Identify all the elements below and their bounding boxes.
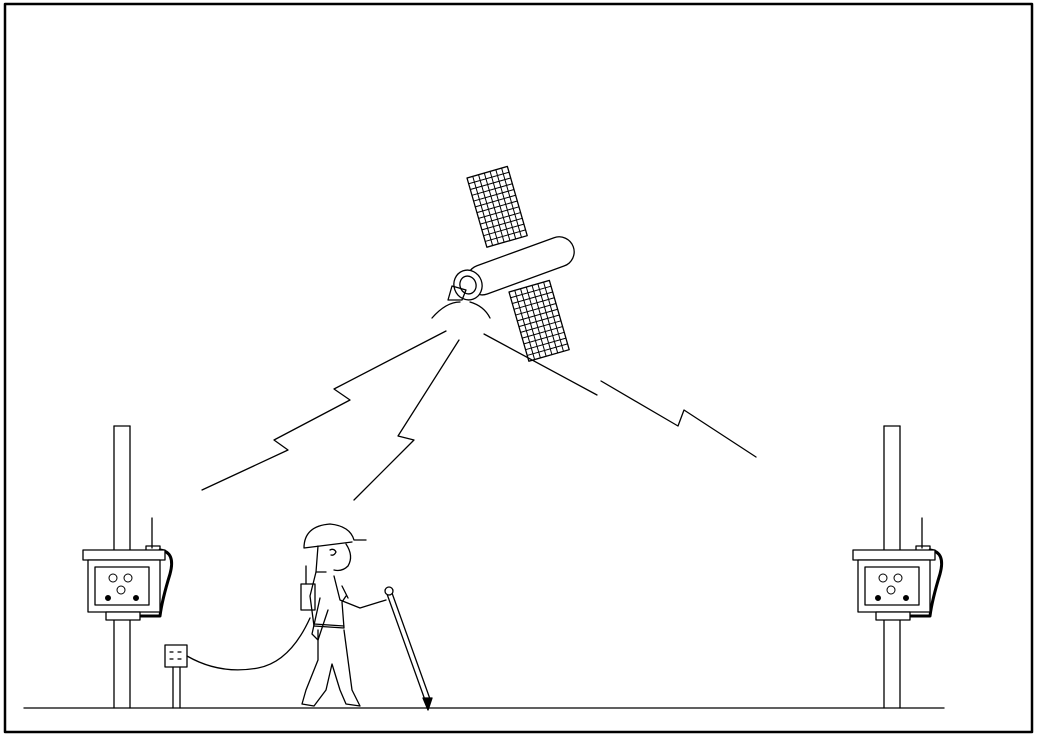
upper-solar-panel <box>466 165 528 248</box>
left-reference-station <box>82 425 174 709</box>
surveyor-belt <box>313 623 345 627</box>
hard-hat-icon <box>303 523 367 549</box>
station-housing-top <box>852 549 936 561</box>
surveyor-legs <box>301 629 361 707</box>
station-mount <box>875 611 911 621</box>
lower-solar-panel <box>508 279 570 362</box>
survey-pole-icon <box>384 586 433 711</box>
diagram-frame <box>3 2 1034 734</box>
surveyor-arm <box>333 575 387 609</box>
signal-to-right-station-a <box>483 333 598 396</box>
station-housing <box>87 559 161 613</box>
signal-to-right-station-b <box>600 380 757 458</box>
signal-to-left-station <box>201 330 447 491</box>
radio-signal-icon <box>201 330 757 501</box>
antenna-beam-left <box>431 301 461 319</box>
station-screen <box>864 566 920 606</box>
surveyor-head <box>315 543 352 573</box>
station-face-icon <box>105 573 139 601</box>
satellite-icon <box>431 165 575 362</box>
antenna-beam-right <box>469 301 491 319</box>
surveyor-eye <box>329 548 337 556</box>
station-housing-top <box>82 549 166 561</box>
signal-to-surveyor <box>353 339 460 501</box>
right-reference-station <box>852 425 944 709</box>
satellite-antenna <box>447 285 467 301</box>
backpack-radio-icon <box>300 583 316 611</box>
satellite-body <box>453 236 575 301</box>
station-mount <box>105 611 141 621</box>
ground-control-box-icon <box>164 644 188 709</box>
surveyor-figure <box>300 523 433 711</box>
station-housing <box>857 559 931 613</box>
data-cable <box>186 617 311 671</box>
station-face-icon <box>875 573 909 601</box>
station-screen <box>94 566 150 606</box>
